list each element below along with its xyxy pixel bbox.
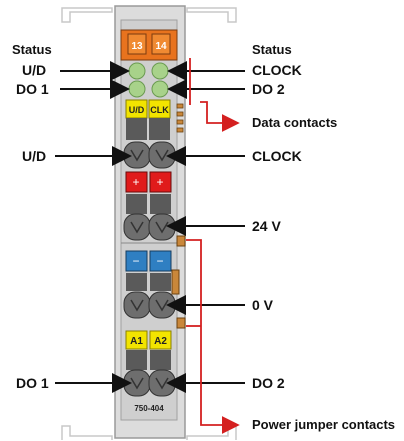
tag-a2-label: A2 bbox=[154, 336, 167, 347]
power-jumper-fin-top bbox=[176, 235, 186, 247]
status-led-ud bbox=[128, 62, 146, 80]
part-number: 750-404 bbox=[134, 404, 164, 413]
label-do2-top: DO 2 bbox=[252, 81, 285, 97]
minus-slot-left bbox=[125, 250, 148, 272]
status-led-do2 bbox=[151, 80, 169, 98]
status-led-clock bbox=[151, 62, 169, 80]
svg-text:+: + bbox=[156, 175, 163, 189]
label-data-contacts: Data contacts bbox=[252, 115, 338, 130]
label-do1-top: DO 1 bbox=[16, 81, 49, 97]
label-do2-bottom: DO 2 bbox=[252, 375, 285, 391]
label-power-jumper-contacts: Power jumper contacts bbox=[252, 417, 396, 432]
svg-text:+: + bbox=[132, 175, 139, 189]
left-arrows bbox=[55, 61, 132, 393]
dark-slot-1 bbox=[126, 118, 147, 140]
label-do1-bottom: DO 1 bbox=[16, 375, 49, 391]
plus-slot-right bbox=[149, 171, 172, 193]
tag-clk-label: CLK bbox=[150, 105, 169, 115]
minus-slot-right bbox=[149, 250, 172, 272]
right-arrows bbox=[166, 61, 245, 393]
svg-text:−: − bbox=[132, 254, 139, 268]
status-label-left: Status bbox=[12, 42, 52, 57]
power-jumper-fin-bottom bbox=[176, 317, 186, 329]
led-13-label: 13 bbox=[131, 41, 143, 52]
data-contact-fins bbox=[176, 103, 184, 133]
label-0v: 0 V bbox=[252, 297, 274, 313]
led-13 bbox=[127, 33, 147, 55]
status-led-do1 bbox=[128, 80, 146, 98]
label-ud-mid: U/D bbox=[22, 148, 47, 164]
data-contacts-bracket bbox=[189, 58, 240, 132]
tag-ud-label: U/D bbox=[129, 105, 145, 115]
tag-a1-label: A1 bbox=[130, 336, 143, 347]
label-24v: 24 V bbox=[252, 218, 281, 234]
led-14-label: 14 bbox=[155, 41, 167, 52]
dark-slot-2 bbox=[149, 118, 170, 140]
label-clock-top: CLOCK bbox=[252, 62, 302, 78]
power-jumper-fin-mid bbox=[171, 269, 180, 295]
tag-a2 bbox=[149, 330, 172, 350]
tag-a1 bbox=[125, 330, 148, 350]
status-label-right: Status bbox=[252, 42, 292, 57]
plus-slot-left bbox=[125, 171, 148, 193]
led-14 bbox=[151, 33, 171, 55]
label-clock-mid: CLOCK bbox=[252, 148, 302, 164]
label-ud-top: U/D bbox=[22, 62, 47, 78]
svg-text:−: − bbox=[156, 254, 163, 268]
power-jumper-bracket bbox=[186, 239, 240, 434]
